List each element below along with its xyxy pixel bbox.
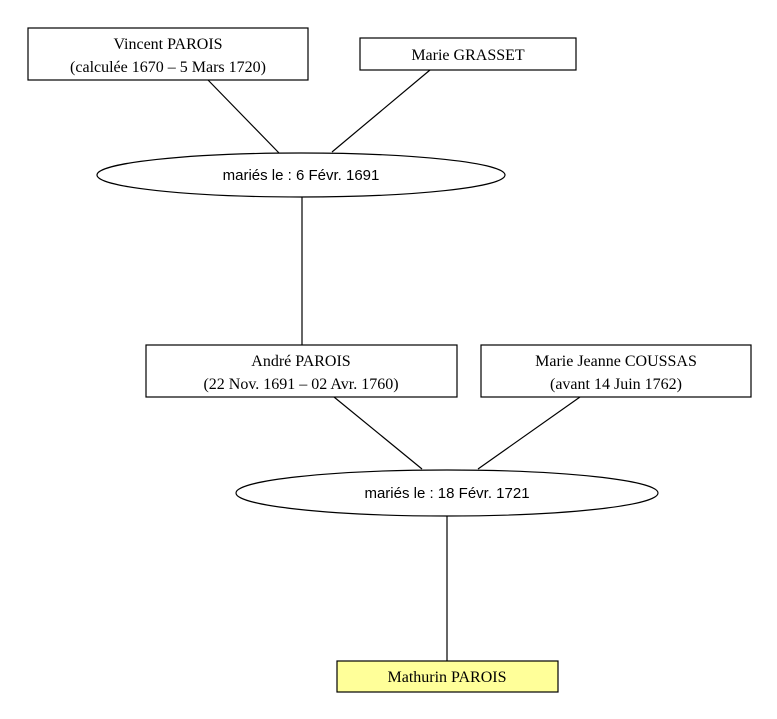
marriage-label: mariés le : 6 Févr. 1691 bbox=[223, 167, 380, 184]
person-name: Vincent PAROIS bbox=[113, 36, 222, 53]
marriage-label: mariés le : 18 Févr. 1721 bbox=[364, 485, 529, 502]
connector-vincent-to-marriage1 bbox=[207, 79, 281, 155]
person-box-marie-jeanne-coussas[interactable]: Marie Jeanne COUSSAS (avant 14 Juin 1762… bbox=[480, 344, 752, 398]
person-dates: (calculée 1670 – 5 Mars 1720) bbox=[70, 59, 266, 76]
person-dates: (22 Nov. 1691 – 02 Avr. 1760) bbox=[203, 376, 398, 393]
connector-grasset-to-marriage1 bbox=[331, 69, 431, 153]
person-box-marie-grasset[interactable]: Marie GRASSET bbox=[359, 37, 577, 71]
person-dates: (avant 14 Juin 1762) bbox=[550, 376, 682, 393]
marriage-ellipse-1691[interactable]: mariés le : 6 Févr. 1691 bbox=[96, 152, 506, 198]
person-name: Marie Jeanne COUSSAS bbox=[535, 353, 697, 370]
connector-lines bbox=[207, 69, 581, 661]
person-box-andre-parois[interactable]: André PAROIS (22 Nov. 1691 – 02 Avr. 176… bbox=[145, 344, 458, 398]
connector-andre-to-marriage2 bbox=[333, 396, 423, 470]
person-name: Marie GRASSET bbox=[411, 47, 525, 64]
marriage-ellipse-1721[interactable]: mariés le : 18 Févr. 1721 bbox=[235, 469, 659, 517]
person-name: Mathurin PAROIS bbox=[388, 669, 507, 686]
person-box-vincent-parois[interactable]: Vincent PAROIS (calculée 1670 – 5 Mars 1… bbox=[27, 27, 309, 81]
connector-coussas-to-marriage2 bbox=[477, 396, 581, 470]
person-name: André PAROIS bbox=[251, 353, 350, 370]
person-box-mathurin-parois[interactable]: Mathurin PAROIS bbox=[336, 660, 559, 693]
